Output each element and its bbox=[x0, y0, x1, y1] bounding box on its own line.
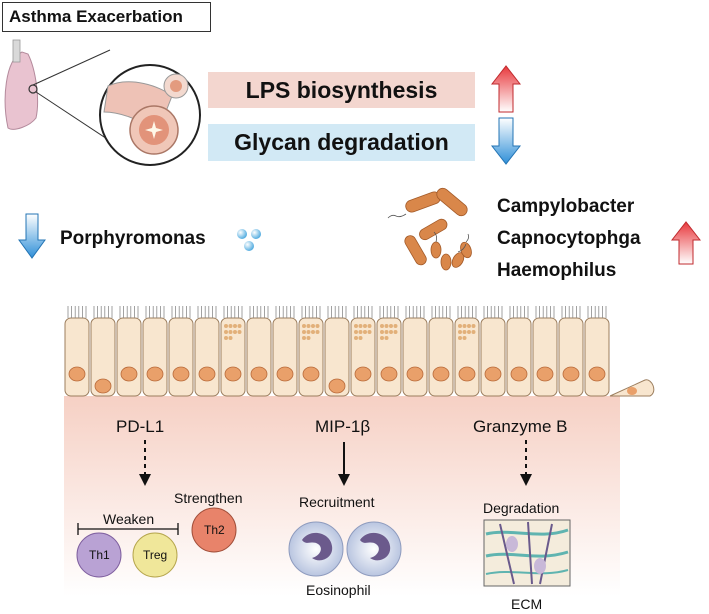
eosinophil-label: Eosinophil bbox=[306, 582, 371, 598]
figure-title: Asthma Exacerbation bbox=[2, 2, 211, 32]
eosinophil-cell bbox=[346, 521, 402, 577]
th1-cell bbox=[76, 532, 122, 578]
pdl1-label: PD-L1 bbox=[116, 417, 165, 436]
rod-bacteria-icon bbox=[404, 187, 472, 271]
th1-label: Th1 bbox=[89, 548, 110, 562]
lps-biosynthesis-label: LPS biosynthesis bbox=[208, 72, 475, 108]
dashed-arrow-pdl1 bbox=[139, 440, 151, 486]
th2-cell bbox=[191, 507, 237, 553]
down-arrow-icon bbox=[490, 117, 522, 165]
airway-epithelium bbox=[64, 306, 655, 397]
th2-label: Th2 bbox=[204, 523, 225, 537]
treg-cell bbox=[132, 532, 178, 578]
recruitment-label: Recruitment bbox=[299, 494, 375, 510]
eosinophil-cell bbox=[288, 521, 344, 577]
haemophilus-label: Haemophilus bbox=[497, 260, 617, 281]
degradation-label: Degradation bbox=[483, 500, 560, 516]
mip1b-label: MIP-1β bbox=[315, 417, 371, 436]
up-arrow-icon bbox=[670, 221, 702, 265]
treg-label: Treg bbox=[143, 548, 168, 562]
dashed-arrow-granzyme bbox=[520, 440, 532, 486]
cocci-bacteria-icon bbox=[237, 229, 261, 251]
granzyme-b-label: Granzyme B bbox=[473, 417, 568, 436]
flagella-icon bbox=[387, 213, 470, 253]
strengthen-label: Strengthen bbox=[174, 490, 243, 506]
ecm-label: ECM bbox=[511, 596, 543, 612]
capnocytophga-label: Capnocytophga bbox=[497, 228, 641, 249]
weaken-label: Weaken bbox=[103, 511, 155, 527]
up-arrow-icon bbox=[490, 65, 522, 113]
lung-illustration bbox=[4, 39, 201, 166]
solid-arrow-mip bbox=[338, 442, 350, 486]
down-arrow-icon bbox=[18, 213, 46, 259]
campylobacter-label: Campylobacter bbox=[497, 196, 635, 217]
weaken-bracket bbox=[77, 523, 179, 535]
porphyromonas-label: Porphyromonas bbox=[60, 228, 206, 249]
glycan-degradation-label: Glycan degradation bbox=[208, 124, 475, 161]
ecm-illustration bbox=[483, 519, 571, 587]
